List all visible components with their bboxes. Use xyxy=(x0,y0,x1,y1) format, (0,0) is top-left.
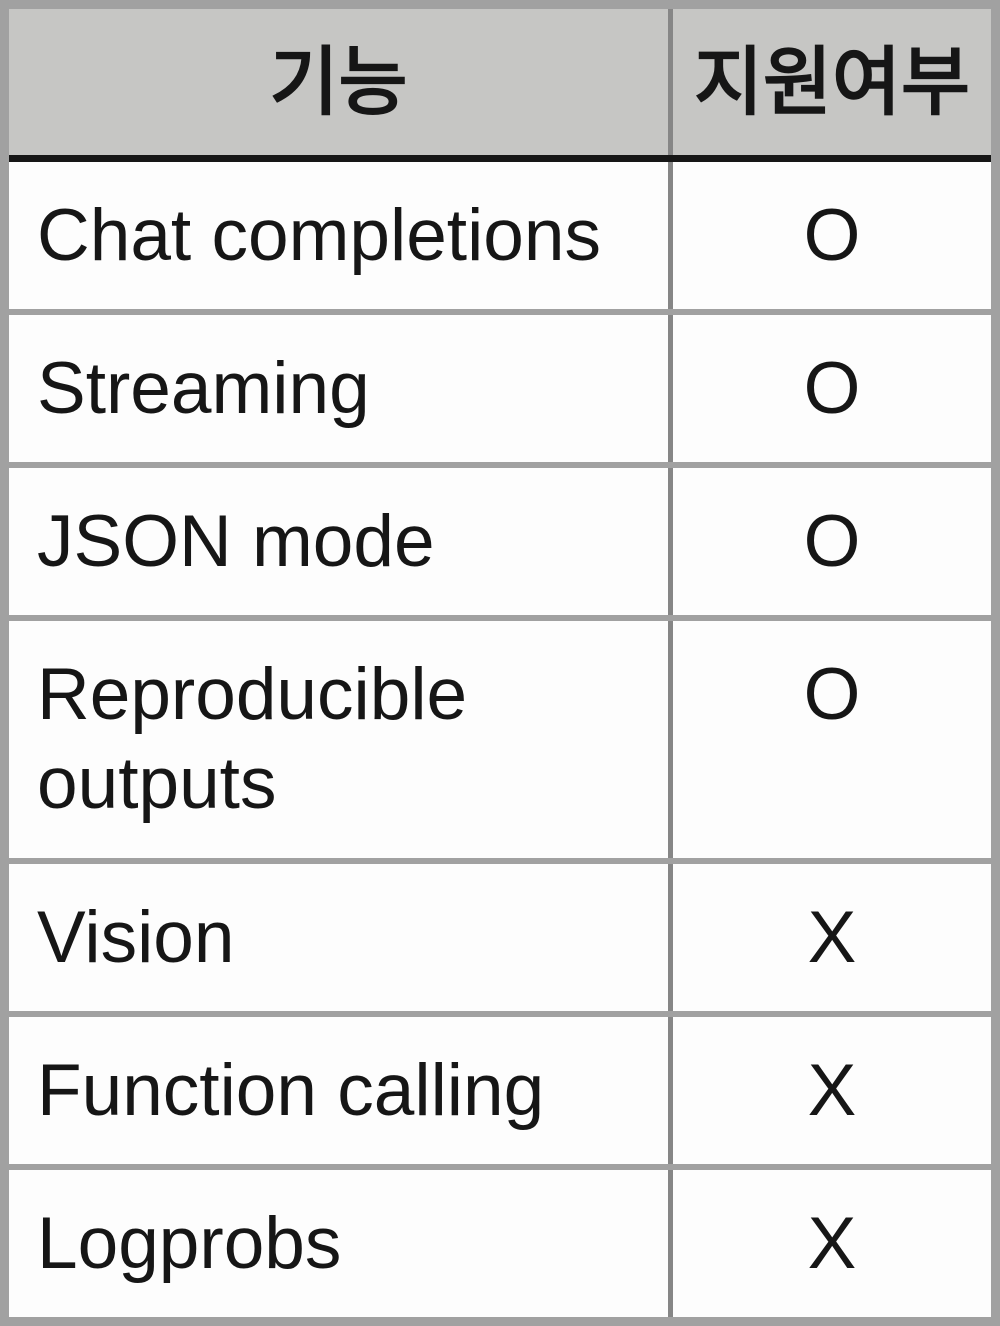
column-header-feature: 기능 xyxy=(4,4,671,162)
support-status-cell: X xyxy=(668,1163,996,1322)
feature-cell: Logprobs xyxy=(4,1163,671,1322)
feature-cell: Function calling xyxy=(4,1010,671,1167)
table-row: Reproducible outputs O xyxy=(4,615,996,861)
support-status-cell: O xyxy=(668,615,996,861)
feature-cell: Reproducible outputs xyxy=(4,615,671,861)
feature-cell: Chat completions xyxy=(4,155,671,313)
table-row: Function calling X xyxy=(4,1010,996,1167)
support-status-cell: O xyxy=(668,462,996,619)
table-row: Streaming O xyxy=(4,309,996,466)
feature-cell: Vision xyxy=(4,857,671,1014)
feature-cell: Streaming xyxy=(4,309,671,466)
table-row: Vision X xyxy=(4,857,996,1014)
support-status-cell: O xyxy=(668,309,996,466)
table-row: Chat completions O xyxy=(4,155,996,313)
support-status-cell: X xyxy=(668,1010,996,1167)
support-status-cell: X xyxy=(668,857,996,1014)
table-row: Logprobs X xyxy=(4,1163,996,1322)
header-row: 기능 지원여부 xyxy=(4,4,996,162)
table-row: JSON mode O xyxy=(4,462,996,619)
feature-cell: JSON mode xyxy=(4,462,671,619)
column-header-support: 지원여부 xyxy=(668,4,996,162)
support-status-cell: O xyxy=(668,155,996,313)
